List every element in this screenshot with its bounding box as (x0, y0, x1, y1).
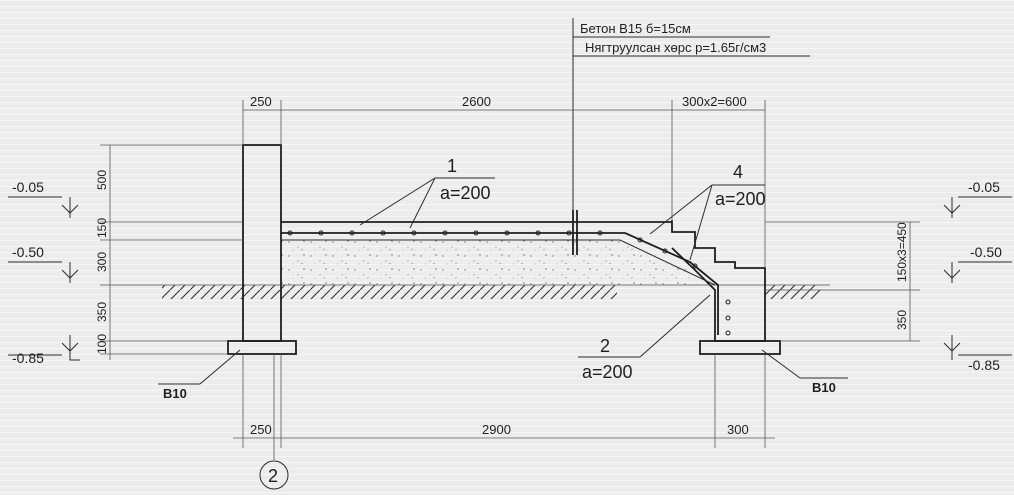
elev-marker-right-mid: -0.50 (943, 244, 1012, 283)
ground-hatch-left (162, 285, 617, 299)
elev-marker-left-bot: -0.85 (8, 335, 80, 366)
left-wall (242, 144, 282, 342)
elev-marker-right-bot: -0.85 (943, 335, 1012, 373)
slab-bottom (281, 239, 716, 286)
footing-leader-right (761, 349, 801, 379)
dim-left-150: 150 (95, 218, 109, 238)
dim-right-150x3: 150x3=450 (895, 222, 909, 282)
leader-4-b (689, 184, 713, 261)
rebar-mark-4: 4 (733, 162, 743, 182)
dim-bottom-wall-left: 250 (250, 422, 272, 437)
footing-leader-left (199, 349, 241, 385)
soil-fill (280, 240, 690, 285)
footing-label-left: B10 (163, 386, 187, 401)
svg-text:-0.85: -0.85 (12, 350, 44, 366)
svg-text:-0.05: -0.05 (12, 179, 44, 195)
dim-left-350: 350 (95, 302, 109, 322)
right-wall (671, 220, 766, 342)
note-soil: Нягтруулсан хөрс p=1.65г/см3 (585, 40, 766, 55)
rebar-spacing-1: a=200 (440, 183, 491, 203)
dim-top-steps: 300x2=600 (682, 94, 747, 109)
leader-4-a (649, 184, 713, 235)
rebar-spacing-4: a=200 (715, 189, 766, 209)
left-footing (227, 340, 297, 355)
svg-text:-0.05: -0.05 (968, 179, 1000, 195)
leader-1-b (409, 177, 436, 229)
rebar-mark-1: 1 (447, 156, 457, 176)
rebar-mark-2: 2 (600, 336, 610, 356)
elev-marker-left-mid: -0.50 (8, 244, 79, 283)
note-concrete: Бетон B15 б=15см (580, 21, 691, 36)
axis-bubble (259, 460, 289, 490)
dim-bottom-wall-right: 300 (727, 422, 749, 437)
svg-text:-0.50: -0.50 (970, 244, 1002, 260)
rebar-dots (287, 230, 731, 336)
elev-marker-left-top: -0.05 (8, 179, 79, 218)
dim-left-300: 300 (95, 252, 109, 272)
rebar-spacing-2: a=200 (582, 362, 633, 382)
svg-text:-0.50: -0.50 (12, 244, 44, 260)
rebar-line (281, 232, 719, 335)
dim-bottom-span: 2900 (482, 422, 511, 437)
right-footing (699, 340, 781, 355)
axis-label: 2 (268, 466, 278, 486)
leader-1-a (359, 177, 436, 226)
svg-text:-0.85: -0.85 (968, 357, 1000, 373)
dim-top-span: 2600 (462, 94, 491, 109)
footing-label-right: B10 (812, 380, 836, 395)
ground-hatch-right (765, 285, 820, 299)
dim-left-500: 500 (95, 170, 109, 190)
elev-marker-right-top: -0.05 (943, 179, 1012, 218)
leader-2 (639, 294, 711, 358)
dim-left-100: 100 (95, 334, 109, 354)
dim-right-350: 350 (895, 310, 909, 330)
dim-top-wall-left: 250 (250, 94, 272, 109)
